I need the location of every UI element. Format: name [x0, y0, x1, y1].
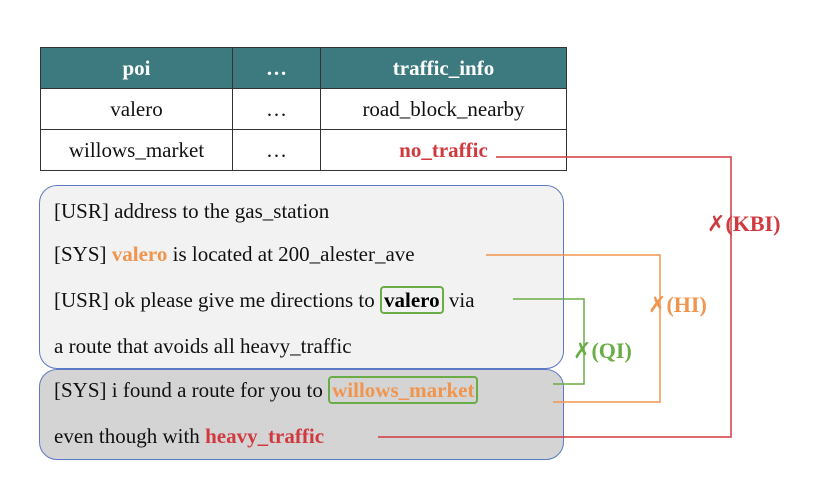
x-mark-icon: ✗: [573, 339, 592, 364]
kbi-text: (KBI): [725, 211, 781, 236]
cell-traffic-info: road_block_nearby: [320, 88, 567, 130]
turn-prefix: [SYS]: [54, 242, 112, 266]
entity-valero-query: valero: [380, 286, 444, 314]
entity-heavy-traffic: heavy_traffic: [205, 424, 325, 448]
dialogue-history-panel: [39, 185, 564, 369]
turn-prefix: [USR] ok please give me directions to: [54, 288, 381, 312]
turn-suffix: via: [443, 288, 475, 312]
turn-suffix: is located at 200_alester_ave: [167, 242, 415, 266]
header-poi: poi: [40, 47, 233, 89]
dialogue-turn-4b: even though with heavy_traffic: [54, 423, 324, 449]
turn-prefix: [SYS] i found a route for you to: [54, 378, 329, 402]
x-mark-icon: ✗: [648, 293, 667, 318]
turn-prefix: even though with: [54, 424, 206, 448]
header-traffic-info: traffic_info: [320, 47, 567, 89]
qi-label: ✗(QI): [573, 338, 632, 364]
table-row: willows_market … no_traffic: [40, 129, 567, 171]
kbi-connector: [378, 156, 732, 438]
dialogue-turn-4: [SYS] i found a route for you to willows…: [54, 376, 479, 404]
dialogue-turn-1: [USR] address to the gas_station: [54, 199, 330, 223]
cell-ellipsis: …: [232, 129, 321, 171]
x-mark-icon: ✗: [707, 212, 726, 237]
qi-text: (QI): [591, 338, 632, 363]
table-header-row: poi … traffic_info: [40, 47, 567, 89]
dialogue-turn-3: [USR] ok please give me directions to va…: [54, 286, 475, 314]
cell-traffic-info: no_traffic: [320, 129, 567, 171]
dialogue-turn-3b: a route that avoids all heavy_traffic: [54, 334, 352, 358]
kb-table: poi … traffic_info valero … road_block_n…: [40, 47, 567, 171]
kbi-label: ✗(KBI): [707, 211, 780, 237]
system-response-panel: [39, 369, 564, 460]
entity-valero: valero: [111, 242, 168, 266]
dialogue-turn-2: [SYS] valero is located at 200_alester_a…: [54, 241, 415, 267]
hi-text: (HI): [666, 292, 707, 317]
hi-connector: [486, 254, 661, 403]
entity-willows-market: willows_market: [328, 376, 479, 404]
qi-connector: [513, 298, 585, 385]
hi-label: ✗(HI): [648, 292, 707, 318]
cell-poi: willows_market: [40, 129, 233, 171]
